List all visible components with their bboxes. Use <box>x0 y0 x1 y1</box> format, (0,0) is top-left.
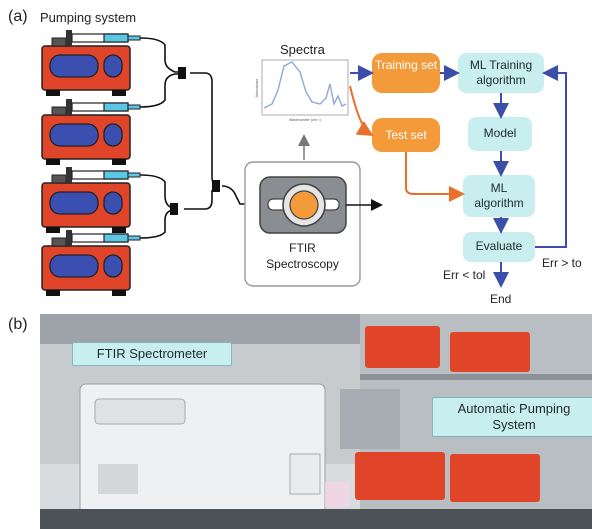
ml-algorithm-node <box>463 175 535 217</box>
training-set-node <box>372 53 440 93</box>
model-label: Model <box>483 126 517 140</box>
ftir-label-line1: FTIR <box>289 241 316 255</box>
syringe-pump-4 <box>41 229 141 297</box>
spectra-to-test-arrow <box>349 85 374 137</box>
spectrum-y-label: Absorbance <box>255 79 259 98</box>
panel-b-label: (b) <box>8 316 28 333</box>
syringe-pump-3 <box>41 166 141 234</box>
ml-algorithm-line2: algorithm <box>474 196 524 210</box>
ml-algorithm-line1: ML <box>490 181 508 195</box>
ml-training-label: ML Training algorithm <box>458 58 544 88</box>
test-set-label: Test set <box>385 128 427 142</box>
ftir-label-line2: Spectroscopy <box>266 257 339 271</box>
test-to-alg-arrow <box>405 152 465 202</box>
spectra-plot: Wavenumber (cm⁻¹) Absorbance <box>255 59 349 122</box>
auto-pumping-callout: Automatic Pumping System <box>432 397 592 437</box>
panel-a-label: (a) <box>8 8 28 25</box>
err-lt-tol-label: Err < tol <box>443 268 486 282</box>
connector-3 <box>212 180 220 192</box>
evaluate-label: Evaluate <box>475 239 523 253</box>
ftir-label: FTIR Spectroscopy <box>245 240 360 272</box>
syringe-pump-1 <box>41 29 141 97</box>
evaluate-node <box>463 232 535 262</box>
ml-algorithm-label: ML algorithm <box>463 181 535 211</box>
err-gt-tol-label: Err > to <box>542 256 582 270</box>
training-set-label: Training set <box>374 58 438 72</box>
auto-pumping-line2: System <box>492 417 536 432</box>
workflow-diagram: Wavenumber (cm⁻¹) Absorbance <box>41 29 567 297</box>
ml-training-line1: ML Training <box>469 58 533 72</box>
pumping-system-title: Pumping system <box>40 10 137 25</box>
ftir-sample-icon <box>289 190 319 220</box>
syringe-pump-2 <box>41 98 141 166</box>
ml-training-line2: algorithm <box>476 73 526 87</box>
feedback-arrow <box>535 65 567 248</box>
auto-pumping-line1: Automatic Pumping <box>457 401 571 416</box>
ftir-spectrometer-callout: FTIR Spectrometer <box>72 342 232 366</box>
spectrum-x-label: Wavenumber (cm⁻¹) <box>289 118 321 122</box>
model-node <box>468 117 532 151</box>
end-label: End <box>490 292 512 306</box>
connector-1 <box>178 67 186 79</box>
connector-2 <box>170 203 178 215</box>
spectra-title: Spectra <box>280 42 325 57</box>
test-set-node <box>372 118 440 152</box>
ml-training-node <box>458 53 544 93</box>
tubing <box>139 37 250 239</box>
